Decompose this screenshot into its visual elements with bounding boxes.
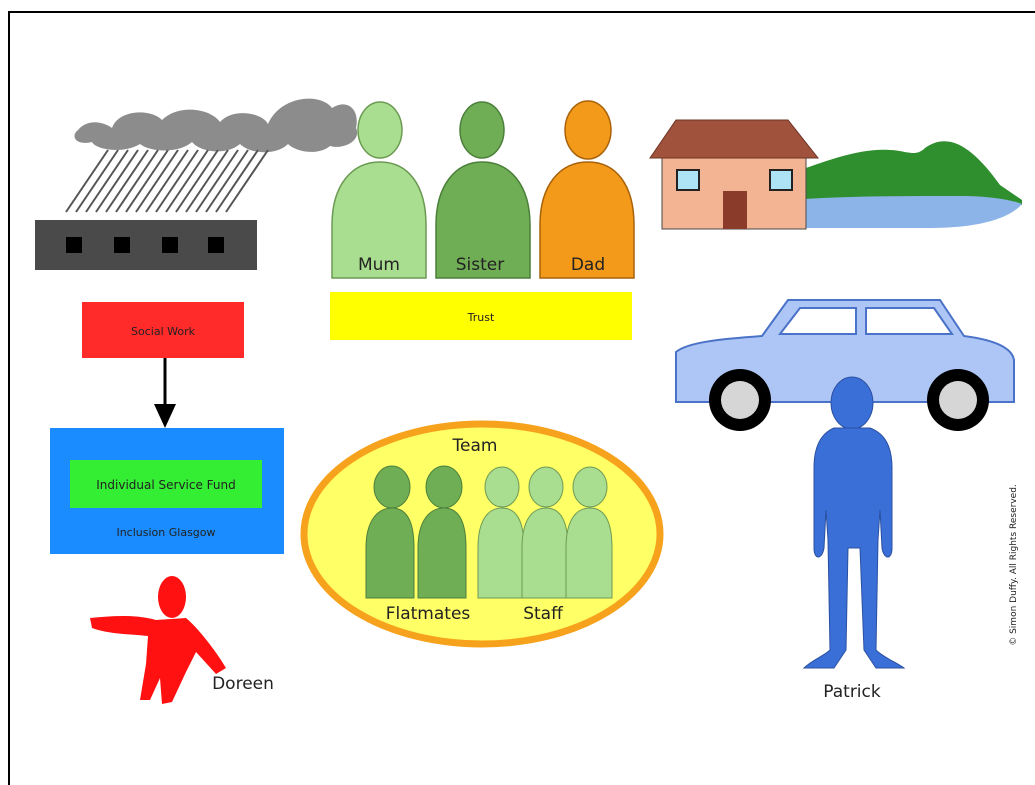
flatmate-figure xyxy=(417,465,467,599)
dad-figure xyxy=(539,100,635,279)
house-door xyxy=(723,191,747,229)
flatmates-label: Flatmates xyxy=(386,604,471,624)
flatmates-group xyxy=(365,465,467,599)
smoke-cloud-icon xyxy=(74,98,358,153)
staff-group xyxy=(477,466,613,599)
individual-service-fund-label: Individual Service Fund xyxy=(96,478,236,492)
trust-box xyxy=(330,292,632,340)
staff-figure xyxy=(477,466,525,599)
social-work-box xyxy=(82,302,244,358)
car-icon xyxy=(675,299,1015,431)
mum-label: Mum xyxy=(358,255,400,275)
individual-service-fund-box xyxy=(70,460,262,508)
inclusion-glasgow-label: Inclusion Glasgow xyxy=(116,526,215,539)
copyright-text: © Simon Duffy. All Rights Reserved. xyxy=(1009,484,1019,646)
family-group: Mum Sister Dad xyxy=(331,100,635,279)
rain-icon xyxy=(65,149,269,213)
team-label: Team xyxy=(452,436,498,456)
staff-figure xyxy=(565,466,613,599)
doreen-figure xyxy=(90,576,226,704)
hills-icon xyxy=(790,141,1022,228)
flatmate-figure xyxy=(365,465,415,599)
patrick-label: Patrick xyxy=(823,682,881,702)
factory-window xyxy=(208,237,224,253)
house-window xyxy=(676,169,700,191)
social-work-label: Social Work xyxy=(131,325,196,338)
factory-window xyxy=(114,237,130,253)
sister-label: Sister xyxy=(456,255,505,275)
sister-figure xyxy=(435,101,531,279)
car-window xyxy=(777,307,857,335)
staff-figure xyxy=(521,466,569,599)
house-icon xyxy=(649,119,820,230)
dad-label: Dad xyxy=(571,255,605,275)
car-window xyxy=(865,307,954,335)
patrick-figure xyxy=(802,376,906,669)
house-window xyxy=(769,169,793,191)
factory-window xyxy=(66,237,82,253)
factory-window xyxy=(162,237,178,253)
mum-figure xyxy=(331,101,427,279)
staff-label: Staff xyxy=(523,604,564,624)
trust-label: Trust xyxy=(467,311,495,324)
doreen-label: Doreen xyxy=(212,674,274,694)
arrow-down-icon xyxy=(154,358,176,428)
factory-icon xyxy=(35,98,358,270)
